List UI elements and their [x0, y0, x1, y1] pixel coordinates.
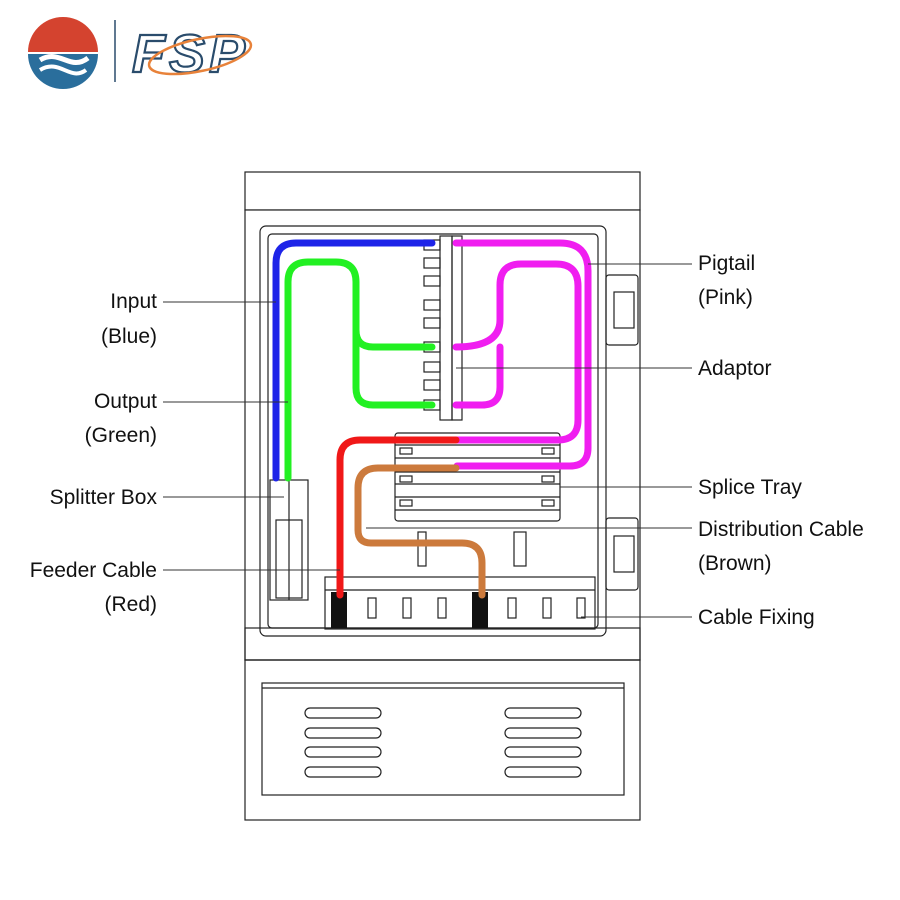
door-hinge-top	[605, 274, 639, 346]
label-distribution-cable: Distribution Cable	[698, 518, 864, 541]
adaptor-port	[423, 379, 441, 391]
adaptor-panel	[423, 235, 463, 421]
tray-clip	[541, 475, 555, 483]
output-cable-green	[284, 258, 436, 482]
label-pigtail: Pigtail	[698, 252, 755, 275]
cable-clamp	[513, 531, 527, 567]
label-output: Output	[94, 390, 157, 413]
cables	[272, 239, 592, 599]
cabinet-plinth	[244, 659, 641, 821]
splice-tray	[394, 432, 561, 522]
label-feeder-color: (Red)	[104, 593, 157, 616]
adaptor-port	[423, 257, 441, 269]
vent-slot	[504, 727, 582, 739]
cabinet-body	[244, 209, 641, 661]
distribution-cable-brown	[354, 464, 486, 599]
vent-slot	[304, 727, 382, 739]
labels: Input (Blue) Output (Green) Splitter Box…	[30, 252, 864, 629]
vent-slot	[304, 707, 382, 719]
tray-clip	[399, 447, 413, 455]
label-adaptor: Adaptor	[698, 357, 772, 380]
adaptor-port	[423, 275, 441, 287]
label-feeder-cable: Feeder Cable	[30, 559, 157, 582]
logo-emblem-wave-2	[38, 64, 88, 76]
tray-clip	[399, 499, 413, 507]
label-distribution-color: (Brown)	[698, 552, 772, 575]
plinth-panel	[261, 682, 625, 796]
adaptor-port	[423, 361, 441, 373]
tray-clip	[541, 447, 555, 455]
label-input: Input	[110, 290, 157, 313]
cable-clamp	[417, 531, 427, 567]
pigtail-cable-pink	[452, 239, 592, 470]
label-cable-fixing: Cable Fixing	[698, 606, 815, 629]
door-hinge-bottom	[605, 517, 639, 591]
label-input-color: (Blue)	[101, 325, 157, 348]
label-output-color: (Green)	[85, 424, 157, 447]
adaptor-port	[423, 299, 441, 311]
label-splice-tray: Splice Tray	[698, 476, 802, 499]
logo-emblem-top	[28, 17, 98, 52]
input-cable-blue	[272, 239, 436, 482]
logo-emblem	[28, 17, 98, 89]
vent-slot	[504, 707, 582, 719]
vent-slot	[504, 746, 582, 758]
label-pigtail-color: (Pink)	[698, 286, 753, 309]
cabinet-door-frame	[259, 225, 607, 637]
tray-clip	[541, 499, 555, 507]
tray-clip	[399, 475, 413, 483]
cabinet	[244, 171, 641, 821]
cable-fixing-rail	[324, 576, 596, 630]
vent-slots	[304, 707, 582, 778]
feeder-grommet	[331, 592, 347, 628]
distribution-grommet	[472, 592, 488, 628]
logo-wordmark: FSP	[132, 24, 249, 84]
vent-slot	[304, 746, 382, 758]
company-logo: FSP	[28, 17, 253, 89]
label-splitter-box: Splitter Box	[50, 486, 158, 509]
vent-slot	[304, 766, 382, 778]
splitter-box	[269, 479, 309, 601]
adaptor-port	[423, 317, 441, 329]
vent-slot	[504, 766, 582, 778]
callout-lines	[163, 263, 692, 618]
cabinet-roof	[244, 171, 641, 211]
feeder-cable-red	[336, 436, 460, 599]
logo-emblem-wave	[38, 54, 90, 66]
logo-swoosh	[147, 34, 253, 76]
